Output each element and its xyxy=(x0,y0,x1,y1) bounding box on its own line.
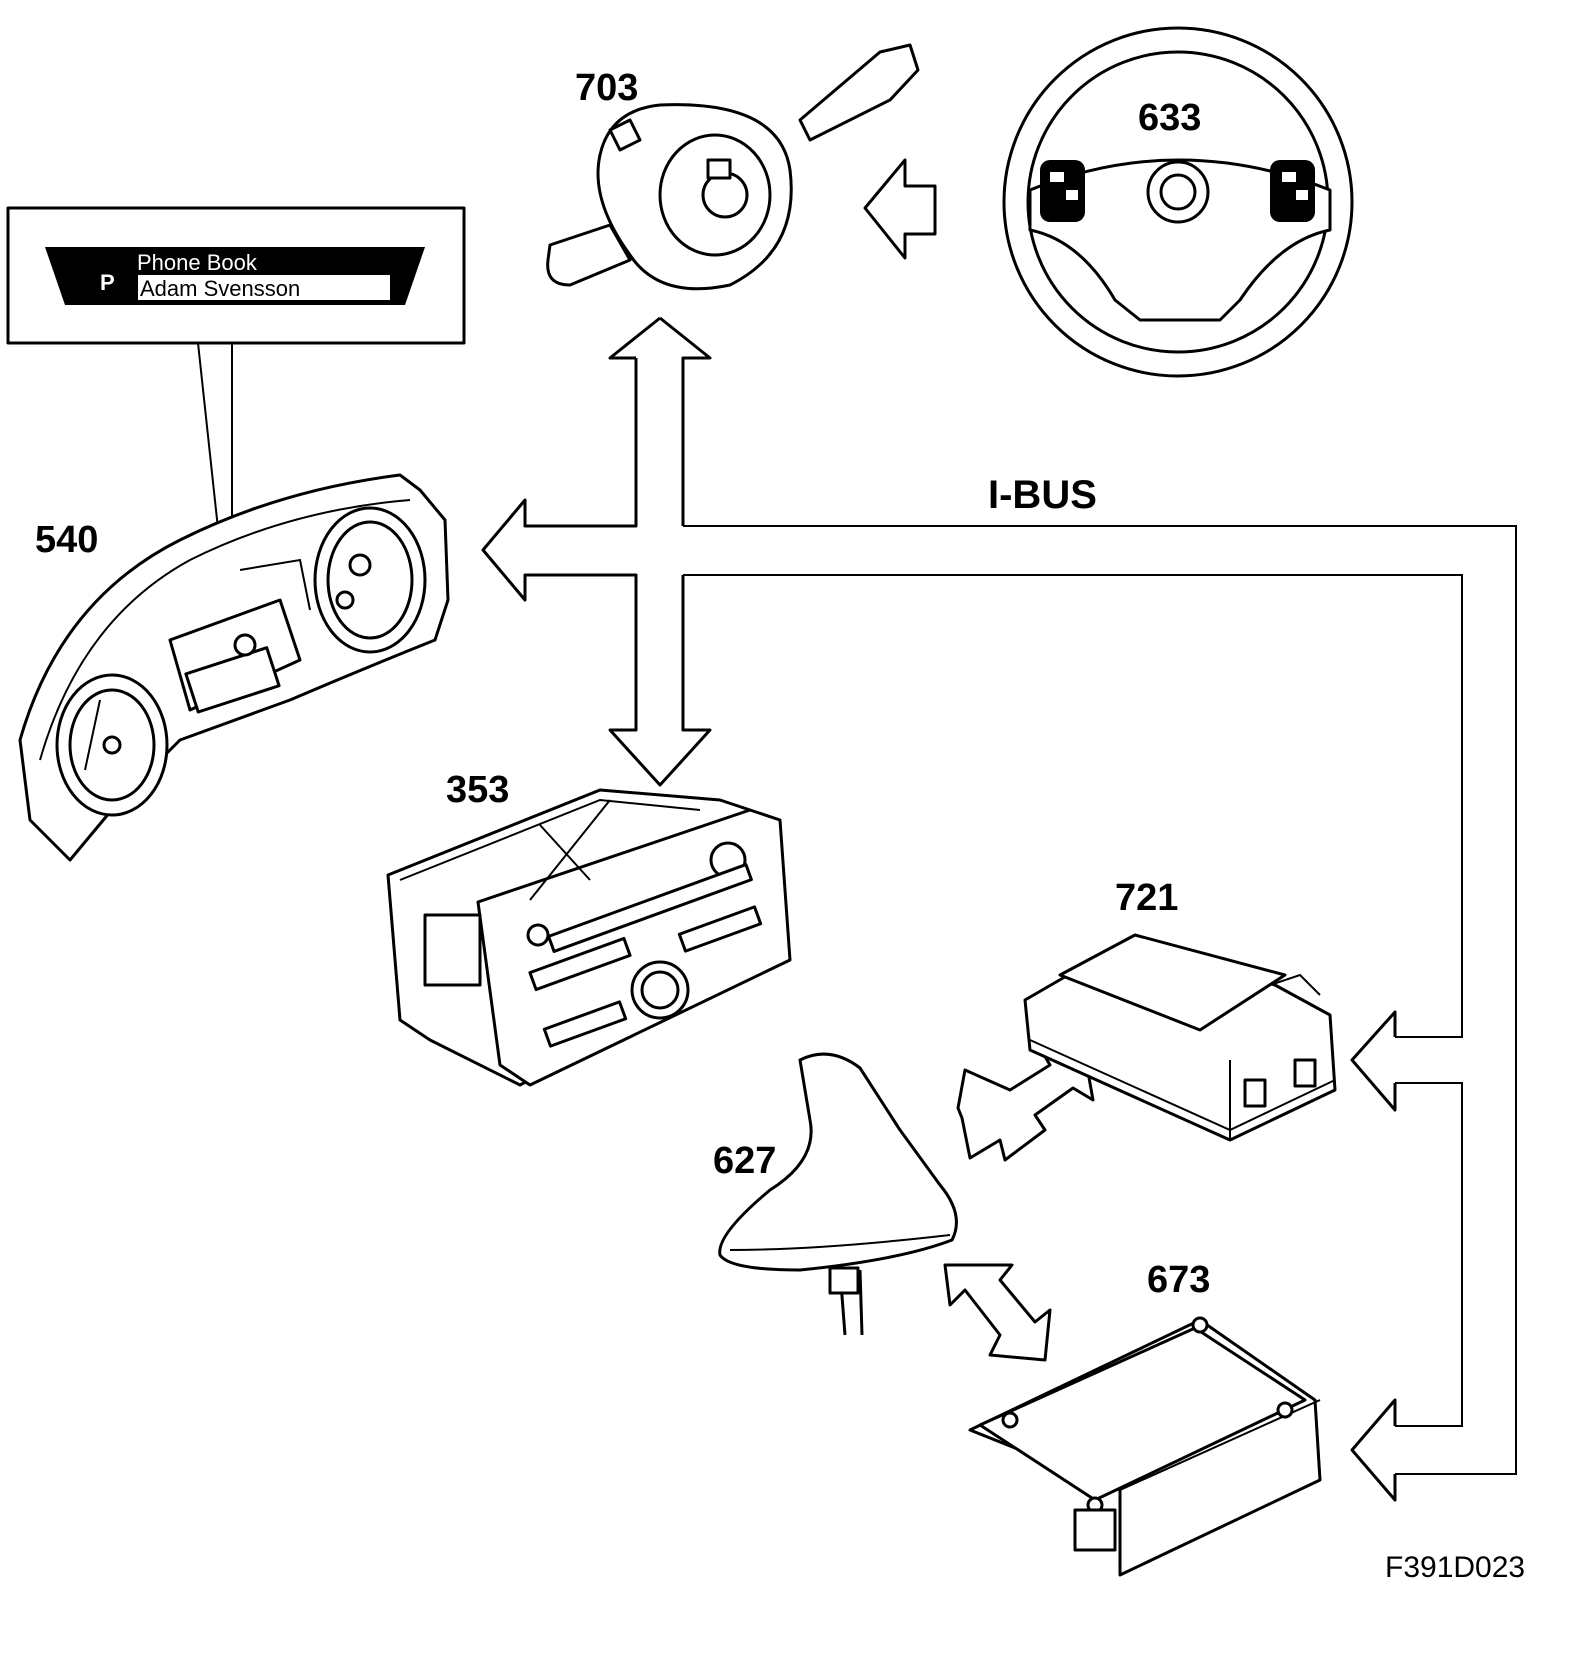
antenna-627 xyxy=(718,1052,958,1336)
display-line1: Phone Book xyxy=(137,250,258,275)
arrow-into-673 xyxy=(1350,1398,1397,1502)
label-721: 721 xyxy=(1115,877,1178,919)
instrument-cluster-540 xyxy=(18,473,450,862)
left-wheel-buttons xyxy=(1040,160,1085,222)
arrow-627-673 xyxy=(943,1263,1052,1362)
label-673: 673 xyxy=(1147,1259,1210,1301)
right-wheel-buttons xyxy=(1270,160,1315,222)
label-627: 627 xyxy=(713,1140,776,1182)
arrow-627-721 xyxy=(956,1046,1095,1162)
display-line2: Adam Svensson xyxy=(140,276,300,301)
display-icon-letter: P xyxy=(100,270,115,295)
ibus-bus xyxy=(683,525,1517,1475)
display-callout: P Phone Book Adam Svensson xyxy=(6,206,466,680)
module-673 xyxy=(968,1316,1322,1577)
steering-wheel-633 xyxy=(1002,26,1354,378)
arrow-633-to-703 xyxy=(863,158,937,260)
label-633: 633 xyxy=(1138,97,1201,139)
ibus-label: I-BUS xyxy=(988,473,1097,517)
head-unit-353 xyxy=(386,788,792,1087)
display-highlight-row xyxy=(138,275,390,300)
module-721 xyxy=(1023,933,1337,1142)
label-353: 353 xyxy=(446,769,509,811)
steering-column-switch-703 xyxy=(546,43,920,291)
arrow-into-721 xyxy=(1350,1010,1397,1112)
label-540: 540 xyxy=(35,519,98,561)
figure-id: F391D023 xyxy=(1385,1551,1525,1584)
label-703: 703 xyxy=(575,67,638,109)
bus-cross-arrows xyxy=(481,316,712,787)
